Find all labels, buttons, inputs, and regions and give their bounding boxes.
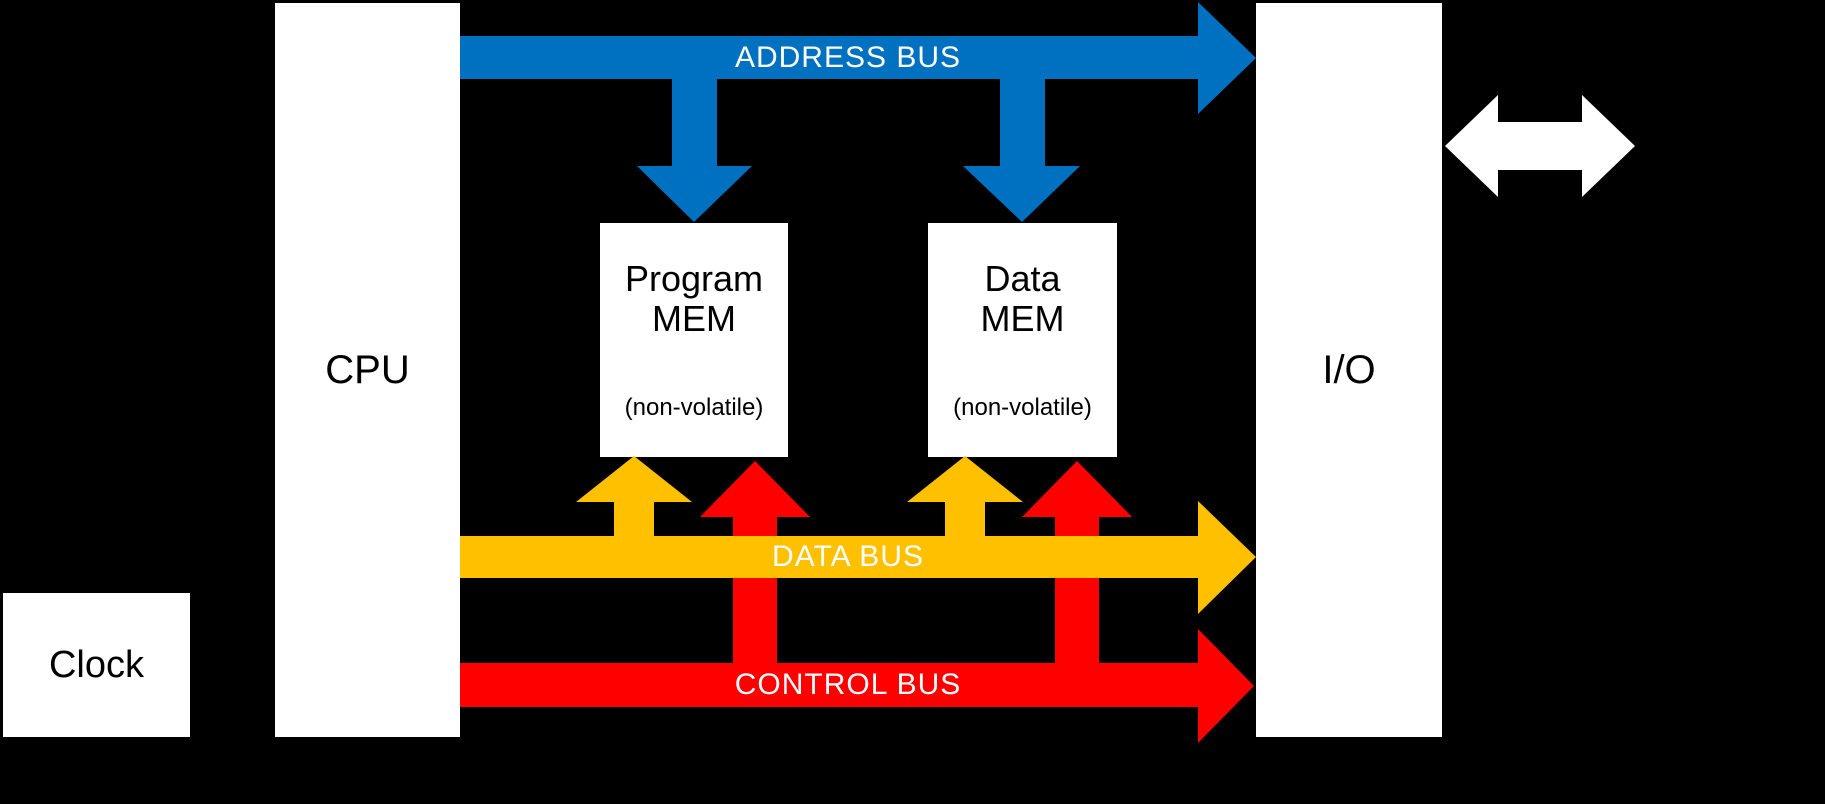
data-bus-arrowhead-icon (1198, 501, 1256, 614)
clock-block: Clock (3, 593, 190, 737)
data-branch-data-shaft (945, 498, 985, 538)
control-bus-arrow (460, 629, 1254, 743)
data-mem-block: Data MEM (non-volatile) (928, 223, 1117, 457)
io-label: I/O (1322, 347, 1376, 392)
program-mem-title-line2: MEM (652, 298, 736, 339)
control-bus-label: CONTROL BUS (734, 668, 962, 701)
data-bus-label: DATA BUS (772, 540, 924, 573)
control-bus-arrowhead-icon (1198, 629, 1254, 743)
address-bus-arrowhead-icon (1198, 2, 1256, 114)
cpu-label: CPU (325, 347, 410, 392)
program-mem-subtitle: (non-volatile) (624, 394, 764, 421)
data-branch-program-shaft (614, 498, 654, 538)
data-branch-data-arrowhead-icon (907, 456, 1023, 502)
io-block: I/O (1256, 3, 1442, 737)
data-mem-title: Data MEM (928, 259, 1117, 339)
data-bus-arrow (460, 456, 1256, 614)
control-branch-data-arrowhead-icon (1022, 461, 1132, 517)
address-branch-data-arrowhead-icon (963, 166, 1080, 222)
address-branch-program-arrowhead-icon (637, 166, 752, 222)
clock-label: Clock (48, 643, 145, 686)
control-branch-program-arrowhead-icon (700, 461, 810, 517)
program-mem-title: Program MEM (600, 259, 788, 339)
data-mem-title-line1: Data (984, 258, 1061, 299)
cpu-block: CPU (275, 3, 460, 737)
address-bus-label: ADDRESS BUS (734, 41, 962, 74)
data-bus-bar (460, 536, 1198, 578)
address-branch-data-shaft (1000, 78, 1045, 168)
address-bus-bar (460, 36, 1198, 79)
program-mem-title-line1: Program (624, 258, 764, 299)
program-mem-block: Program MEM (non-volatile) (600, 223, 788, 457)
data-mem-subtitle: (non-volatile) (953, 394, 1092, 421)
address-branch-program-shaft (672, 78, 717, 168)
address-bus-arrow (460, 2, 1256, 222)
data-mem-title-line2: MEM (980, 298, 1065, 339)
control-bus-bar (460, 663, 1198, 707)
data-branch-program-arrowhead-icon (576, 456, 692, 502)
io-external-double-arrow-icon (1445, 95, 1635, 197)
